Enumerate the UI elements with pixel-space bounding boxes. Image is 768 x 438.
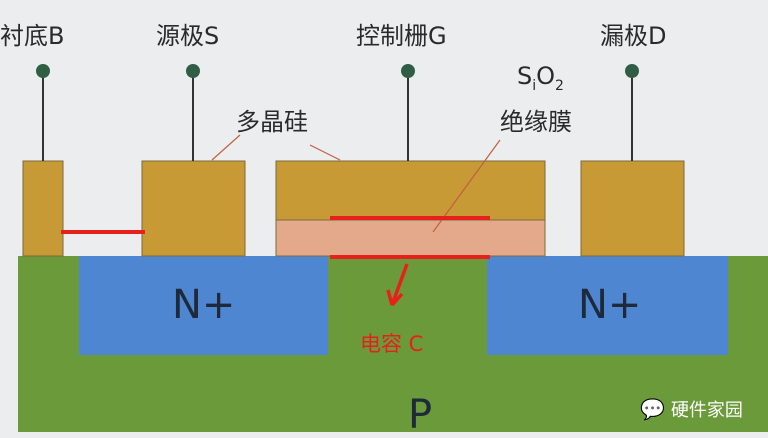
source-contact bbox=[141, 160, 246, 257]
label-gate: 控制栅G bbox=[356, 22, 447, 50]
drain-contact bbox=[580, 160, 685, 257]
gate-poly bbox=[275, 160, 546, 221]
label-poly: 多晶硅 bbox=[236, 108, 308, 136]
label-body: 衬底B bbox=[0, 22, 65, 50]
watermark: 💬 硬件家园 bbox=[640, 396, 743, 422]
terminal-dots bbox=[36, 64, 639, 78]
watermark-text: 硬件家园 bbox=[670, 400, 743, 421]
capacitor-lines bbox=[61, 216, 490, 307]
label-capacitor: 电容 C bbox=[360, 332, 424, 356]
label-oxide: 绝缘膜 bbox=[500, 108, 572, 136]
gate-oxide bbox=[275, 219, 546, 257]
n-plus-right bbox=[487, 256, 728, 355]
label-n-plus-left: N+ bbox=[172, 282, 236, 328]
n-plus-left bbox=[79, 256, 328, 355]
label-source: 源极S bbox=[156, 22, 220, 50]
label-sio2: SiO2 bbox=[517, 62, 564, 94]
body-contact bbox=[22, 160, 64, 257]
label-n-plus-right: N+ bbox=[578, 282, 642, 328]
label-drain: 漏极D bbox=[600, 22, 667, 50]
label-p-substrate: P bbox=[408, 392, 433, 438]
wechat-icon: 💬 bbox=[640, 397, 665, 421]
